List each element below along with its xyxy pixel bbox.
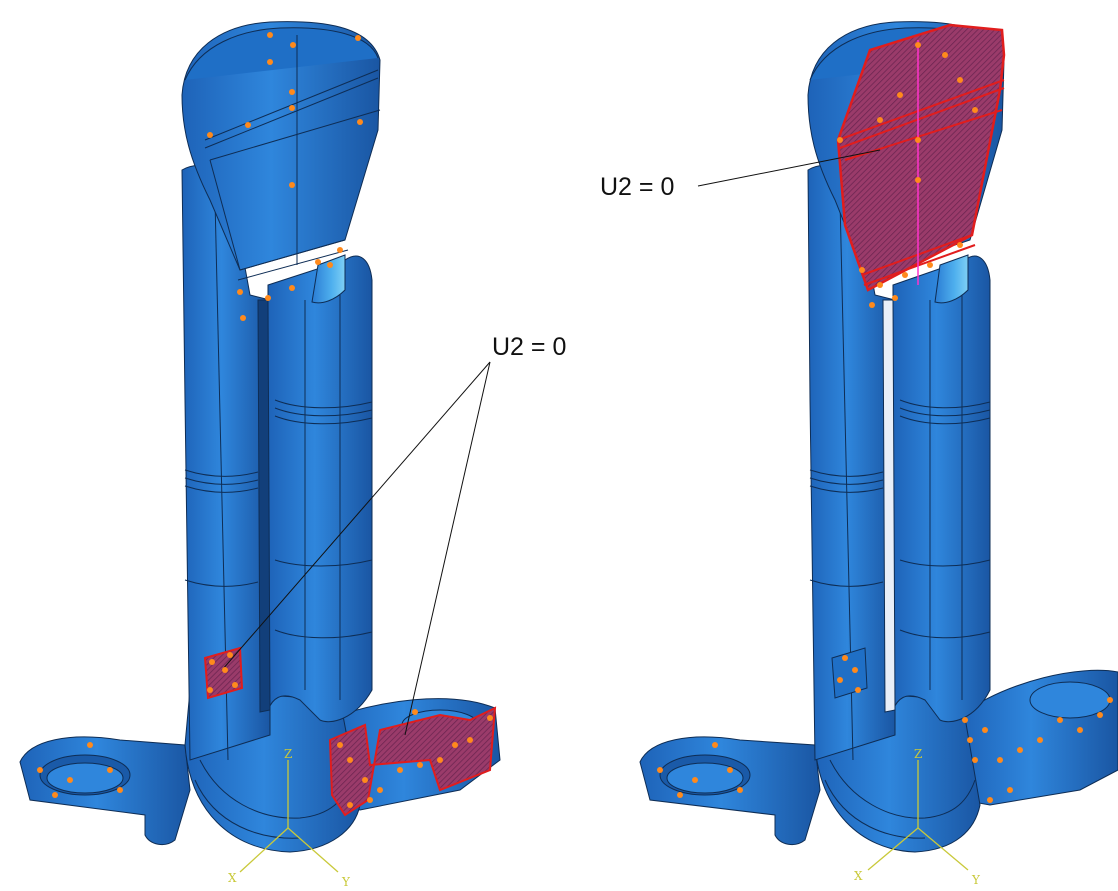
node-marker	[227, 652, 233, 658]
node-marker	[869, 302, 875, 308]
node-marker	[852, 667, 858, 673]
right-annotation-label: U2 = 0	[600, 173, 674, 201]
node-marker	[467, 737, 473, 743]
node-marker	[87, 742, 93, 748]
node-marker	[957, 77, 963, 83]
node-marker	[877, 282, 883, 288]
left-part-model	[19, 21, 501, 853]
node-marker	[987, 797, 993, 803]
node-marker	[397, 767, 403, 773]
node-marker	[315, 259, 321, 265]
node-marker	[915, 42, 921, 48]
node-marker	[657, 767, 663, 773]
node-marker	[209, 659, 215, 665]
node-marker	[412, 709, 418, 715]
node-marker	[107, 767, 113, 773]
right-triad-z: Z	[914, 747, 922, 761]
node-marker	[240, 315, 246, 321]
node-marker	[1107, 697, 1113, 703]
node-marker	[877, 117, 883, 123]
node-marker	[915, 177, 921, 183]
node-marker	[915, 137, 921, 143]
right-part-model	[639, 21, 1118, 853]
node-marker	[1057, 717, 1063, 723]
node-marker	[362, 777, 368, 783]
node-marker	[842, 655, 848, 661]
node-marker	[727, 767, 733, 773]
node-marker	[837, 137, 843, 143]
node-marker	[337, 247, 343, 253]
node-marker	[902, 272, 908, 278]
node-marker	[982, 727, 988, 733]
node-marker	[1077, 727, 1083, 733]
left-column-b	[267, 255, 373, 723]
left-constraint-region-large	[328, 706, 497, 817]
node-marker	[337, 742, 343, 748]
node-marker	[355, 35, 361, 41]
node-marker	[1017, 747, 1023, 753]
node-marker	[942, 52, 948, 58]
node-marker	[972, 107, 978, 113]
node-marker	[37, 767, 43, 773]
node-marker	[67, 777, 73, 783]
node-marker	[677, 792, 683, 798]
node-marker	[347, 757, 353, 763]
node-marker	[289, 285, 295, 291]
node-marker	[855, 687, 861, 693]
node-marker	[289, 105, 295, 111]
node-marker	[967, 737, 973, 743]
node-marker	[1037, 737, 1043, 743]
node-marker	[52, 792, 58, 798]
node-marker	[957, 242, 963, 248]
right-triad-y: Y	[971, 873, 981, 887]
node-marker	[892, 295, 898, 301]
node-marker	[290, 42, 296, 48]
node-marker	[265, 295, 271, 301]
left-axis-triad	[239, 760, 339, 873]
node-marker	[289, 89, 295, 95]
left-triad-z: Z	[284, 747, 292, 761]
node-marker	[972, 757, 978, 763]
node-marker	[367, 797, 373, 803]
node-marker	[289, 182, 295, 188]
node-marker	[417, 762, 423, 768]
node-marker	[117, 787, 123, 793]
node-marker	[437, 757, 443, 763]
node-marker	[357, 119, 363, 125]
node-marker	[327, 262, 333, 268]
left-triad-y: Y	[341, 875, 351, 889]
node-marker	[1007, 787, 1013, 793]
right-axis-triad	[867, 760, 969, 871]
node-marker	[237, 289, 243, 295]
node-marker	[897, 92, 903, 98]
node-marker	[837, 677, 843, 683]
node-marker	[487, 715, 493, 721]
node-marker	[347, 802, 353, 808]
left-annotation-label: U2 = 0	[492, 333, 566, 361]
left-top-block	[181, 21, 381, 271]
node-marker	[207, 132, 213, 138]
node-marker	[377, 787, 383, 793]
node-marker	[452, 742, 458, 748]
node-markers	[37, 32, 1113, 808]
node-marker	[1097, 712, 1103, 718]
node-marker	[267, 59, 273, 65]
node-marker	[997, 757, 1003, 763]
node-marker	[245, 122, 251, 128]
node-marker	[232, 682, 238, 688]
right-constraint-region	[836, 23, 1006, 292]
left-triad-x: X	[228, 871, 237, 885]
node-marker	[927, 262, 933, 268]
right-triad-x: X	[854, 869, 863, 883]
node-marker	[712, 742, 718, 748]
node-marker	[207, 687, 213, 693]
node-marker	[267, 32, 273, 38]
node-marker	[222, 667, 228, 673]
node-marker	[692, 777, 698, 783]
node-marker	[737, 787, 743, 793]
node-marker	[859, 267, 865, 273]
right-column-b	[892, 255, 991, 723]
node-marker	[962, 717, 968, 723]
